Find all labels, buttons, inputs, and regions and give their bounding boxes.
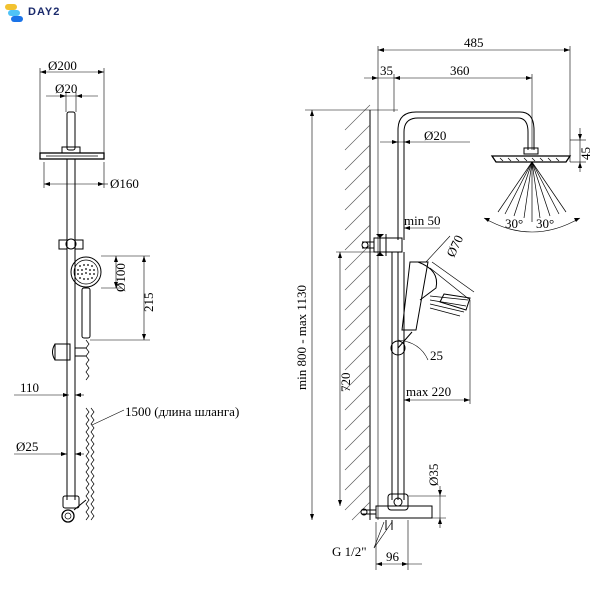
dim-wall-gap: 35 [380,63,393,78]
dim-head-dia: Ø200 [48,58,77,73]
dim-arm-dia: Ø20 [55,81,77,96]
dim-bar-height: 720 [338,373,353,393]
brand-mark-icon [5,4,23,22]
dim-head-inner-dia: Ø160 [110,176,139,191]
dim-arm-reach: 360 [450,63,470,78]
dim-hand-dia: Ø100 [113,263,128,292]
dim-tilt: 25 [430,348,443,363]
dim-total-reach: 485 [464,35,484,50]
dim-bar-dia: Ø25 [16,439,38,454]
dim-pipe-dia: Ø20 [424,128,446,143]
dim-min-dist: min 50 [404,213,440,228]
dim-hand-dia: Ø70 [443,233,466,260]
dim-angle-right: 30° [536,216,554,231]
brand-name: DAY2 [28,6,61,18]
dim-max-reach: max 220 [406,384,451,399]
dim-mixer-depth: 96 [386,549,400,564]
side-view: 485 35 360 Ø20 [294,35,593,570]
dim-offset: 110 [20,380,39,395]
dim-height-range: min 800 - max 1130 [294,285,309,390]
dim-thread: G 1/2" [332,544,367,559]
dim-hand-height: 215 [141,293,156,313]
dim-head-height: 45 [578,147,593,160]
dim-angle-left: 30° [505,216,523,231]
front-view: Ø200 Ø20 Ø160 [14,58,239,523]
dim-hose: 1500 (длина шланга) [125,404,239,419]
brand-logo: DAY2 [2,2,64,26]
dim-mixer-dia: Ø35 [426,464,441,486]
